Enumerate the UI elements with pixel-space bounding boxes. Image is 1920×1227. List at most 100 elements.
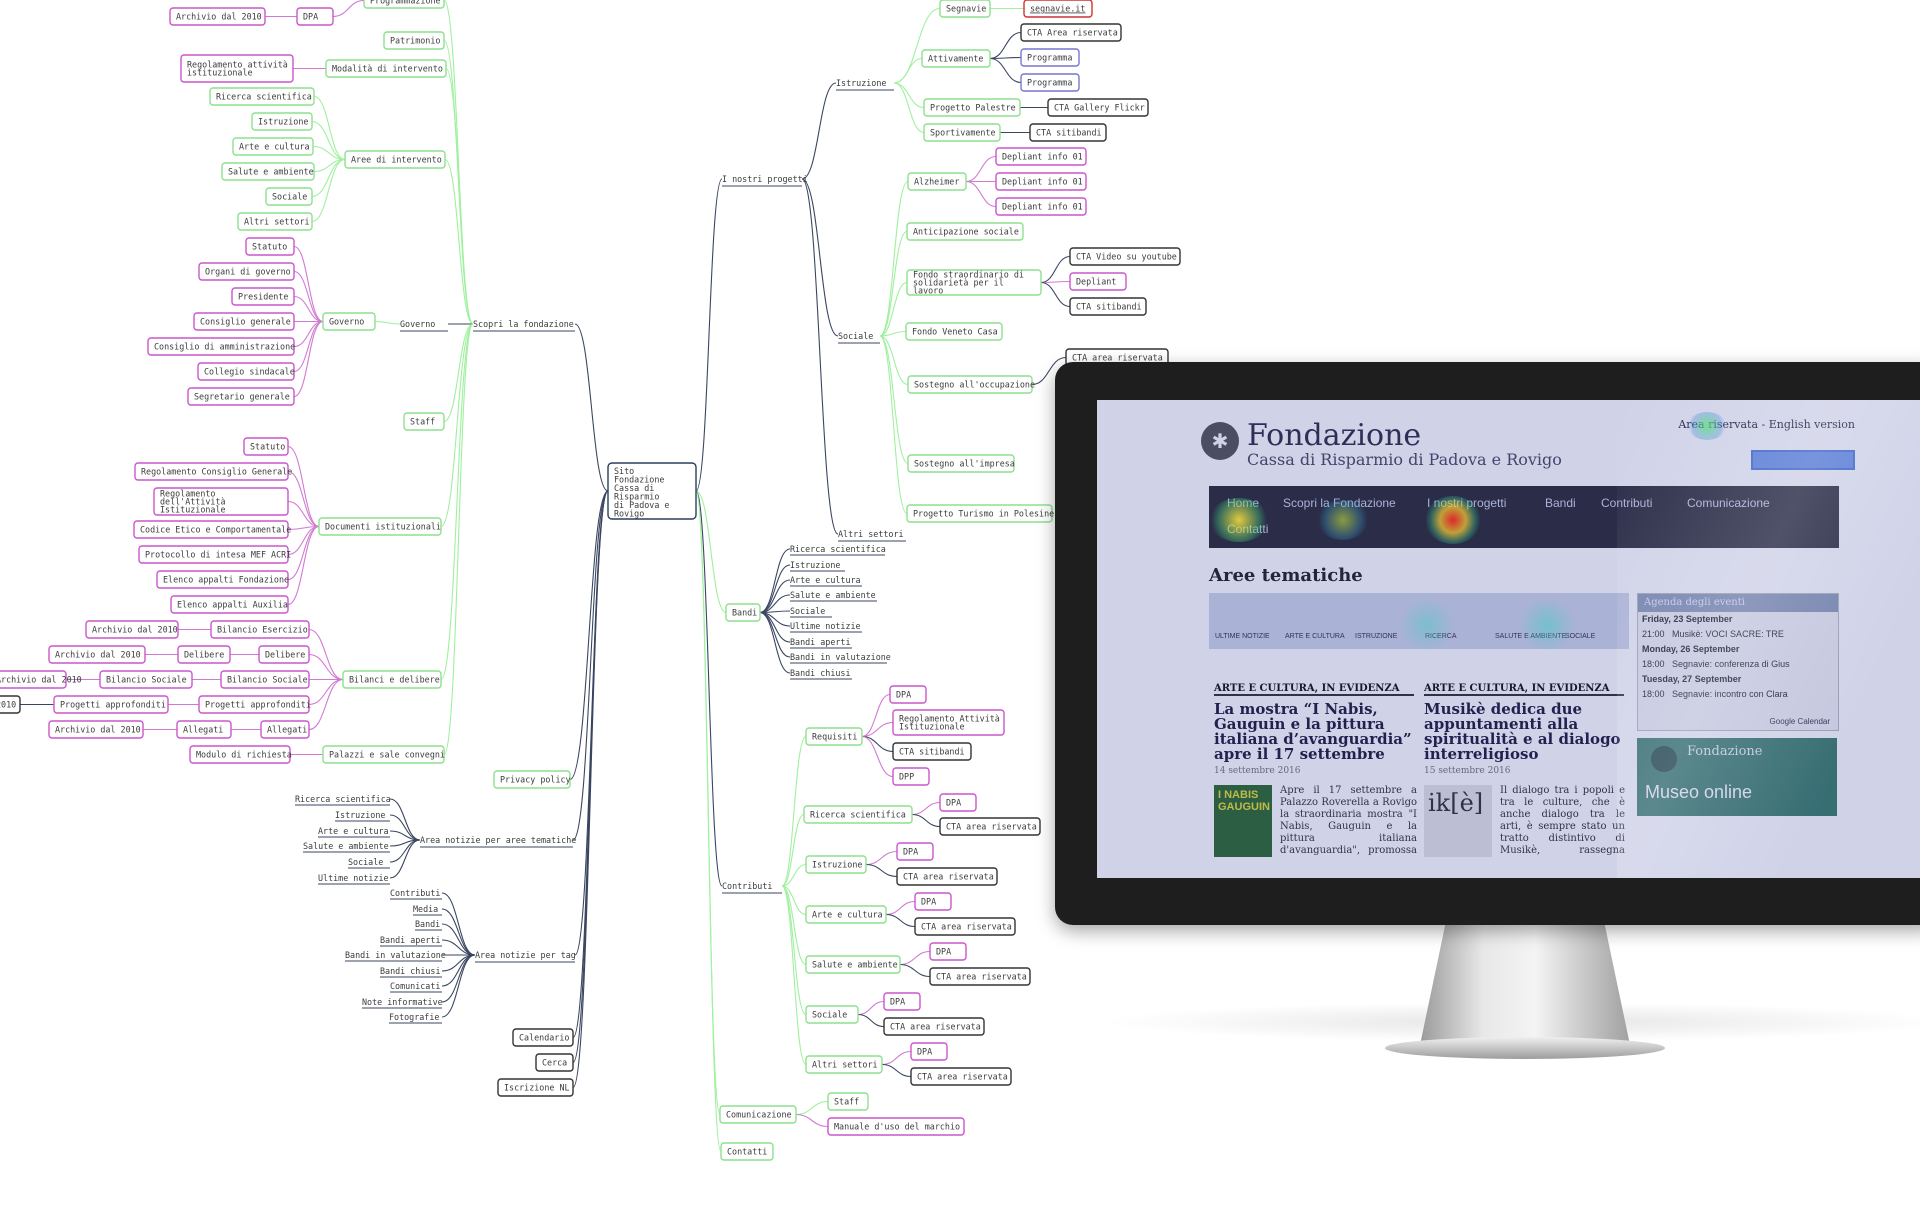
mindmap-node[interactable]: Programma (1020, 48, 1080, 67)
agenda-event[interactable]: 18:00 Segnavie: incontro con Clara (1642, 689, 1788, 699)
nav-comunicazione[interactable]: Comunicazione (1687, 496, 1770, 510)
fondazione-logo-icon[interactable]: ✱ (1201, 422, 1239, 460)
mindmap-node[interactable]: Modalità di intervento (325, 59, 447, 78)
mindmap-node[interactable]: Arte e cultura (232, 137, 314, 156)
mindmap-node[interactable]: Istruzione (790, 560, 840, 570)
mindmap-node[interactable]: Palazzi e sale convegni (322, 745, 445, 764)
article-category[interactable]: ARTE E CULTURA, IN EVIDENZA (1214, 683, 1414, 696)
mindmap-node[interactable]: Manuale d'uso del marchio (827, 1117, 965, 1136)
mindmap-node[interactable]: Governo (322, 312, 376, 331)
mindmap-node[interactable]: Bandi (725, 603, 761, 622)
mindmap-node[interactable]: Media (413, 904, 438, 914)
mindmap-node[interactable]: Arte e cultura (790, 575, 861, 585)
mindmap-node[interactable]: Ricerca scientifica (209, 87, 315, 106)
nav-contatti[interactable]: Contatti (1227, 522, 1269, 536)
mindmap-node[interactable]: Salute e ambiente (221, 162, 315, 181)
mindmap-node[interactable]: Depliant (1069, 272, 1127, 291)
mindmap-node[interactable]: Progetto Palestre (923, 98, 1021, 117)
mindmap-node[interactable]: Note informative (362, 997, 443, 1007)
mindmap-node[interactable]: Delibere (177, 645, 231, 664)
mindmap-node[interactable]: Ricerca scientifica (790, 544, 886, 554)
mindmap-node[interactable]: Attivamente (921, 49, 991, 68)
mindmap-node[interactable]: Patrimonio (383, 31, 445, 50)
mindmap-node[interactable]: Alzheimer (907, 172, 967, 191)
mindmap-node[interactable]: Privacy policy (493, 770, 571, 789)
mindmap-node[interactable]: Ricerca scientifica (803, 805, 913, 824)
mindmap-node[interactable]: 2010 (0, 695, 21, 714)
mindmap-node[interactable]: CTA area riservata (883, 1017, 985, 1036)
nav-contributi[interactable]: Contributi (1601, 496, 1653, 510)
mindmap-node[interactable]: Allegati (260, 720, 310, 739)
mindmap-node[interactable]: DPA (939, 793, 977, 812)
mindmap-node[interactable]: Altri settori (237, 212, 313, 231)
mindmap-node[interactable]: DPA (929, 942, 967, 961)
mindmap-node[interactable]: Programma (1020, 73, 1080, 92)
mindmap-node[interactable]: Salute e ambiente (303, 841, 389, 851)
mindmap-node[interactable]: Protocollo di intesa MEF ACRI (138, 545, 291, 564)
mindmap-node[interactable]: Bandi (415, 919, 440, 929)
mindmap-node[interactable]: Bandi in valutazione (345, 950, 446, 960)
mindmap-node[interactable]: Bandi aperti (790, 637, 851, 647)
mindmap-node[interactable]: Sociale (348, 857, 383, 867)
mindmap-node[interactable]: Statuto (245, 237, 295, 256)
mindmap-node[interactable]: DPP (892, 767, 930, 786)
mindmap-node[interactable]: Collegio sindacale (197, 362, 295, 381)
mindmap-node[interactable]: Sociale (790, 606, 825, 616)
mindmap-node[interactable]: Arte e cultura (318, 826, 389, 836)
mindmap-node[interactable]: Programmazione (363, 0, 445, 9)
mindmap-node[interactable]: DPA (883, 992, 921, 1011)
mindmap-node[interactable]: Area notizie per aree tematiche (420, 835, 576, 845)
nav-home[interactable]: Home (1227, 496, 1260, 510)
mindmap-node[interactable]: Istruzione (335, 810, 385, 820)
mindmap-node[interactable]: CTA Video su youtube (1069, 247, 1181, 266)
mindmap-node[interactable]: Bilancio Sociale (99, 670, 193, 689)
mindmap-node[interactable]: Depliant info 01 (995, 147, 1087, 166)
mindmap-node[interactable]: Depliant info 01 (995, 172, 1087, 191)
mindmap-node[interactable]: Salute e ambiente (805, 955, 901, 974)
mindmap-node[interactable]: Bandi chiusi (790, 668, 851, 678)
article-thumbnail[interactable]: ik[è] (1424, 785, 1492, 857)
nav-scopri[interactable]: Scopri la Fondazione (1283, 496, 1396, 510)
mindmap-node[interactable]: Fondo Veneto Casa (905, 322, 1003, 341)
article-title[interactable]: La mostra “I Nabis, Gauguin e la pittura… (1214, 700, 1412, 763)
mindmap-node[interactable]: Staff (827, 1092, 869, 1111)
mindmap-node[interactable]: Altri settori (805, 1055, 883, 1074)
mindmap-node[interactable]: Requisiti (805, 727, 863, 746)
mindmap-node[interactable]: Contatti (720, 1142, 774, 1161)
language-link[interactable]: Area riservata - English version (1678, 418, 1855, 431)
mindmap-node[interactable]: CTA Area riservata (1020, 23, 1122, 42)
mindmap-node[interactable]: Ultime notizie (318, 873, 389, 883)
mindmap-node[interactable]: Elenco appalti Fondazione (156, 570, 289, 589)
mindmap-node[interactable]: Bilancio Esercizio (210, 620, 310, 639)
mindmap-node[interactable]: Scopri la fondazione (473, 319, 574, 329)
mindmap-node[interactable]: CTA area riservata (939, 817, 1041, 836)
article-title[interactable]: Musikè dedica due appuntamenti alla spir… (1424, 700, 1621, 763)
mindmap-node[interactable]: Sportivamente (923, 123, 1001, 142)
mindmap-node[interactable]: Governo (400, 319, 435, 329)
mindmap-node[interactable]: Modulo di richiesta (189, 745, 292, 764)
mindmap-node[interactable]: Calendario (512, 1028, 574, 1047)
mindmap-node[interactable]: Depliant info 01 (995, 197, 1087, 216)
mindmap-node[interactable]: DPA (296, 7, 334, 26)
mindmap-node[interactable]: Consiglio di amministrazione (147, 337, 295, 356)
mindmap-node[interactable]: CTA sitibandi (1069, 297, 1147, 316)
mindmap-node[interactable]: Progetti approfonditi (53, 695, 169, 714)
mindmap-node[interactable]: DPA (910, 1042, 948, 1061)
mindmap-node[interactable]: Archivio dal 2010 (169, 7, 266, 26)
mindmap-node[interactable]: Contributi (390, 888, 440, 898)
mindmap-node[interactable]: Presidente (231, 287, 295, 306)
mindmap-node[interactable]: CTA area riservata (896, 867, 998, 886)
mindmap-node[interactable]: Bilanci e delibere (342, 670, 442, 689)
mindmap-node[interactable]: Segretario generale (187, 387, 295, 406)
mindmap-node[interactable]: CTA sitibandi (892, 742, 972, 761)
tab-istruzione[interactable]: ISTRUZIONE (1355, 633, 1398, 640)
mindmap-node[interactable]: Salute e ambiente (790, 590, 876, 600)
nav-bandi[interactable]: Bandi (1545, 496, 1576, 510)
mindmap-node[interactable]: Sostegno all'impresa (907, 454, 1015, 473)
mindmap-node[interactable]: Bandi chiusi (380, 966, 441, 976)
mindmap-node[interactable]: segnavie.it (1023, 0, 1093, 18)
mindmap-node[interactable]: Sociale (805, 1005, 859, 1024)
